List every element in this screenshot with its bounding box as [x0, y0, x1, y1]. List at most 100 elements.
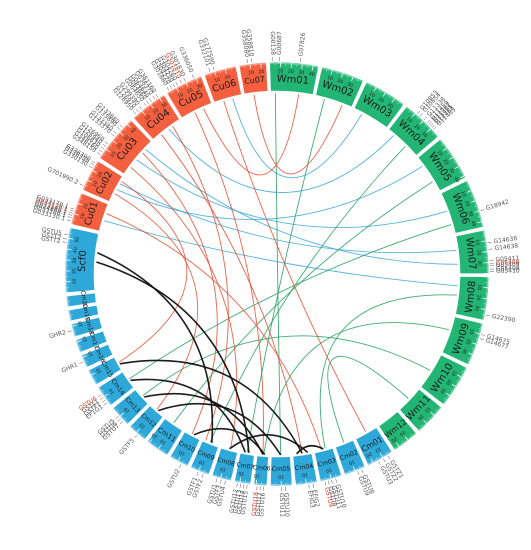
gene-connector	[196, 471, 199, 476]
tick-mark	[481, 235, 486, 237]
tick-mark	[101, 154, 104, 156]
tick-mark	[157, 98, 159, 101]
tick-mark	[468, 360, 471, 363]
tick-mark	[470, 354, 473, 357]
tick-mark	[403, 441, 405, 444]
tick-mark	[88, 368, 92, 371]
tick-mark	[437, 404, 442, 408]
tick-mark	[383, 91, 386, 94]
tick-mark	[205, 74, 207, 77]
tick-mark	[477, 215, 482, 218]
tick-mark	[419, 428, 421, 430]
tick-label: 20	[475, 249, 482, 256]
tick-mark	[92, 377, 95, 379]
tick-mark	[467, 184, 470, 186]
tick-mark	[440, 140, 443, 143]
tick-mark	[159, 448, 162, 451]
tick-mark	[475, 332, 481, 335]
tick-mark	[108, 144, 112, 147]
tick-mark	[178, 85, 181, 88]
tick-label: 10	[77, 320, 84, 327]
tick-mark	[435, 411, 438, 413]
tick-mark	[379, 89, 382, 93]
tick-mark	[92, 169, 95, 171]
tick-label: 40	[452, 176, 460, 184]
tick-mark	[82, 189, 88, 193]
tick-mark	[230, 476, 233, 482]
tick-mark	[426, 421, 428, 424]
tick-mark	[389, 447, 393, 453]
tick-mark	[385, 92, 387, 95]
tick-mark	[162, 95, 165, 98]
tick-mark	[82, 355, 87, 358]
tick-mark	[73, 214, 76, 216]
tick-mark	[350, 470, 352, 473]
gene-connector	[143, 102, 147, 107]
tick-mark	[142, 435, 144, 438]
tick-mark	[72, 327, 75, 329]
tick-label: 20	[186, 87, 194, 95]
tick-label: 30	[467, 210, 474, 217]
tick-mark	[461, 173, 464, 175]
gene-label: EFIG2	[311, 489, 321, 508]
tick-mark	[118, 132, 121, 135]
tick-mark	[444, 145, 447, 148]
tick-mark	[110, 402, 115, 406]
tick-label: 10	[214, 77, 221, 84]
tick-mark	[457, 380, 460, 382]
tick-mark	[420, 424, 424, 428]
tick-mark	[112, 140, 117, 144]
tick-mark	[335, 474, 337, 478]
tick-mark	[77, 202, 83, 206]
tick-mark	[177, 86, 180, 89]
gene-label: GSTF3	[211, 484, 223, 505]
segment-wm04	[388, 105, 439, 156]
tick-mark	[117, 412, 120, 415]
gene-connector	[98, 149, 103, 153]
tick-mark	[331, 476, 333, 479]
tick-label: 20	[416, 413, 424, 421]
tick-mark	[127, 123, 130, 125]
tick-mark	[452, 388, 455, 390]
tick-mark	[461, 370, 465, 373]
tick-mark	[158, 97, 163, 103]
tick-mark	[460, 375, 463, 377]
tick-mark	[326, 67, 328, 72]
tick-mark	[169, 91, 171, 94]
tick-mark	[392, 96, 394, 99]
tick-mark	[155, 445, 157, 448]
tick-mark	[95, 382, 98, 385]
gene-connector	[67, 330, 72, 333]
tick-mark	[377, 458, 380, 460]
tick-mark	[115, 136, 117, 139]
gene-connector	[324, 481, 327, 486]
segment-cm14	[97, 371, 134, 406]
gene-label: GSTT2	[41, 231, 62, 241]
tick-mark	[370, 458, 374, 464]
tick-mark	[89, 372, 92, 374]
tick-mark	[162, 449, 165, 453]
tick-mark	[423, 424, 425, 427]
tick-mark	[80, 193, 83, 195]
gene-connector	[378, 461, 381, 465]
tick-mark	[197, 468, 199, 471]
tick-mark	[93, 167, 96, 169]
tick-mark	[186, 463, 188, 466]
tick-mark	[374, 86, 376, 89]
tick-mark	[348, 471, 350, 474]
tick-mark	[146, 106, 149, 109]
tick-mark	[366, 82, 368, 85]
tick-mark	[165, 452, 167, 455]
tick-mark	[376, 457, 379, 461]
tick-mark	[356, 77, 358, 80]
tick-mark	[476, 339, 479, 341]
tick-mark	[463, 362, 469, 366]
gene-label: G07826	[298, 32, 308, 57]
gene-connector	[179, 79, 182, 84]
gene-connector	[417, 110, 421, 115]
tick-mark	[372, 85, 374, 88]
tick-mark	[332, 69, 334, 72]
gene-connector	[383, 458, 386, 463]
gene-connector	[139, 106, 143, 110]
tick-mark	[443, 144, 446, 147]
